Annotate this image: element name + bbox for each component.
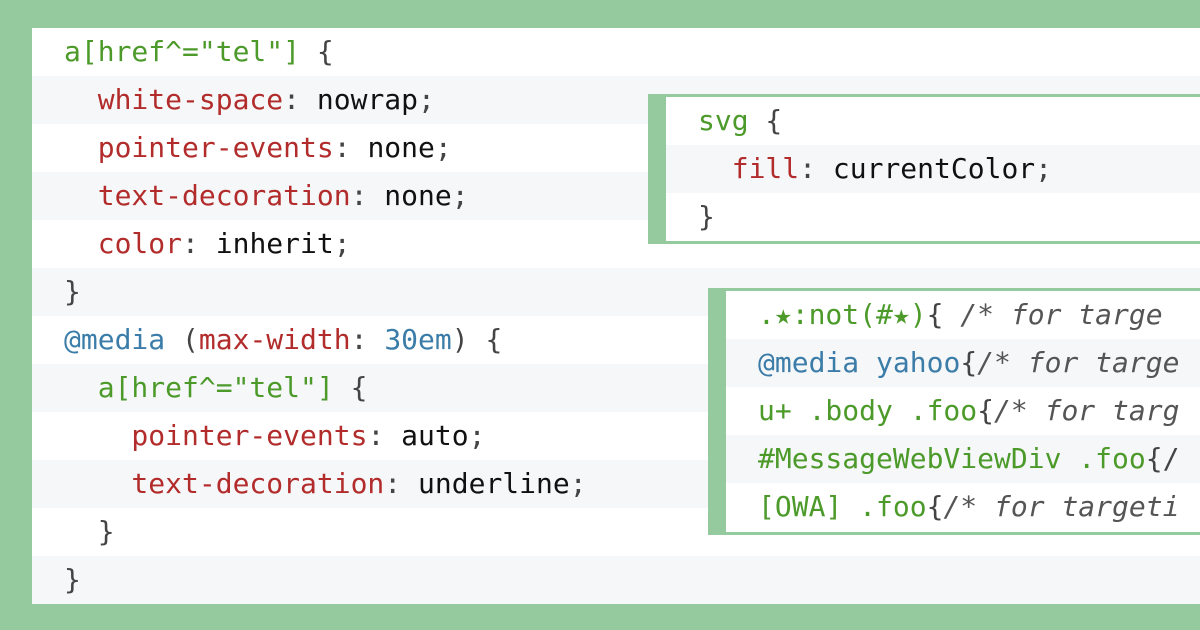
- code-token: ;: [451, 179, 469, 212]
- code-token: white-space: [64, 83, 284, 116]
- code-token: text-decoration: [64, 179, 351, 212]
- code-token: }: [64, 563, 81, 596]
- code-token: :: [799, 152, 833, 185]
- code-token: :: [384, 467, 419, 500]
- code-token: ;: [418, 83, 435, 116]
- code-token: :: [283, 83, 317, 116]
- code-token: {: [333, 371, 368, 404]
- code-token: {: [960, 346, 978, 379]
- code-token: }: [64, 515, 115, 548]
- code-token: .★:not(#★): [758, 298, 927, 331]
- code-token: 30em: [384, 323, 452, 356]
- code-token: :: [333, 131, 368, 164]
- code-token: :: [367, 419, 402, 452]
- code-token: /* for targe: [977, 346, 1180, 379]
- code-token: currentColor: [832, 152, 1036, 185]
- code-token: }: [698, 200, 715, 233]
- code-token: [OWA] .foo: [758, 490, 927, 523]
- code-token: ;: [569, 467, 587, 500]
- code-line: }: [32, 556, 1200, 604]
- code-token: underline: [418, 467, 570, 500]
- code-token: none: [384, 179, 452, 212]
- code-token: fill: [698, 152, 800, 185]
- email-hacks-code-panel: .★:not(#★){ /* for targe@media yahoo{/* …: [708, 288, 1200, 535]
- code-token: {: [748, 104, 783, 137]
- code-line: #MessageWebViewDiv .foo{/: [726, 435, 1200, 483]
- code-line: }: [32, 508, 1200, 556]
- code-token: ;: [1035, 152, 1053, 185]
- code-line: @media (max-width: 30em) {: [32, 316, 1200, 364]
- code-token: text-decoration: [64, 467, 385, 500]
- code-token: nowrap: [316, 83, 419, 116]
- code-line: svg {: [666, 97, 1200, 145]
- code-line: fill: currentColor;: [666, 145, 1200, 193]
- code-token: /* for targeti: [943, 490, 1180, 523]
- code-token: /* for targe: [960, 298, 1163, 331]
- code-token: @media: [64, 323, 166, 356]
- code-token: a[href^="tel"]: [64, 371, 334, 404]
- code-token: /* for targ: [994, 394, 1180, 427]
- svg-code-panel: svg { fill: currentColor;}: [648, 94, 1200, 244]
- code-token: auto: [401, 419, 469, 452]
- code-token: {/: [1145, 442, 1180, 475]
- code-line: pointer-events: auto;: [32, 412, 1200, 460]
- code-token: {: [977, 394, 995, 427]
- code-token: pointer-events: [64, 131, 334, 164]
- code-token: yahoo: [859, 346, 961, 379]
- code-token: pointer-events: [64, 419, 368, 452]
- code-token: #MessageWebViewDiv .foo: [758, 442, 1146, 475]
- code-token: color: [64, 227, 183, 260]
- code-token: a[href^="tel"]: [64, 35, 301, 68]
- code-token: {: [300, 35, 334, 68]
- code-token: :: [182, 227, 216, 260]
- code-token: {: [926, 490, 944, 523]
- code-line: .★:not(#★){ /* for targe: [726, 291, 1200, 339]
- code-token: @media: [758, 346, 860, 379]
- code-token: ;: [468, 419, 486, 452]
- code-token: u+ .body .foo: [758, 394, 978, 427]
- code-token: inherit: [215, 227, 334, 260]
- code-token: ) {: [451, 323, 503, 356]
- code-token: :: [350, 179, 385, 212]
- code-line: @media yahoo{/* for targe: [726, 339, 1200, 387]
- code-line: }: [666, 193, 1200, 241]
- code-token: {: [926, 298, 961, 331]
- code-line: pointer-events: none;: [32, 124, 1200, 172]
- code-token: :: [350, 323, 385, 356]
- code-token: ;: [434, 131, 452, 164]
- code-line: a[href^="tel"] {: [32, 28, 1200, 76]
- code-token: max-width: [198, 323, 351, 356]
- code-token: }: [64, 275, 81, 308]
- code-line: u+ .body .foo{/* for targ: [726, 387, 1200, 435]
- code-token: (: [165, 323, 199, 356]
- code-token: svg: [698, 104, 749, 137]
- code-line: color: inherit;: [32, 220, 1200, 268]
- code-line: [OWA] .foo{/* for targeti: [726, 483, 1200, 531]
- code-token: ;: [333, 227, 351, 260]
- code-token: none: [367, 131, 435, 164]
